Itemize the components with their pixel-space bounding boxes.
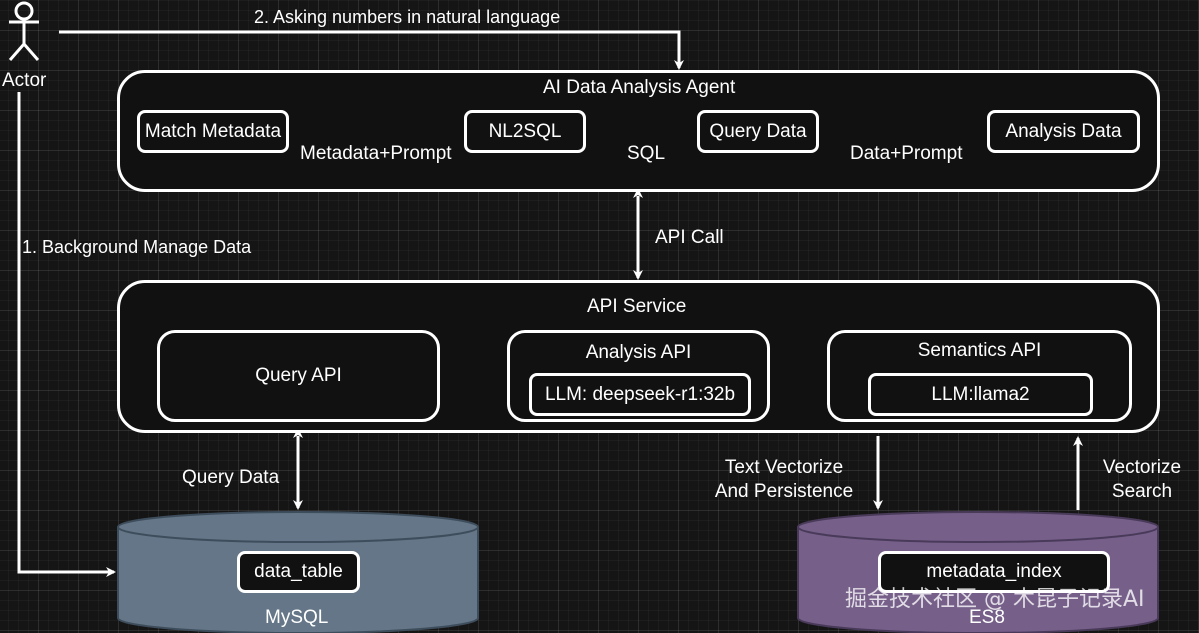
- es-label: ES8: [969, 607, 1005, 628]
- analysis-api[interactable]: Analysis API LLM: deepseek-r1:32b: [507, 330, 770, 422]
- analysis-llm: LLM: deepseek-r1:32b: [529, 373, 751, 416]
- text-vectorize-label: Text Vectorize And Persistence: [708, 456, 860, 504]
- semantics-api-title: Semantics API: [917, 340, 1042, 361]
- edge-label-metadata-prompt: Metadata+Prompt: [300, 143, 452, 164]
- manage-label: 1. Background Manage Data: [22, 237, 252, 257]
- edge-label-sql: SQL: [627, 143, 666, 164]
- vectorize-search-label: Vectorize Search: [1092, 456, 1192, 504]
- semantics-api[interactable]: Semantics API LLM:llama2: [827, 330, 1132, 422]
- agent-title: AI Data Analysis Agent: [543, 77, 736, 98]
- api-call-label: API Call: [655, 227, 724, 248]
- actor-label: Actor: [2, 70, 47, 91]
- actor-icon: [8, 1, 40, 61]
- step-query-data[interactable]: Query Data: [697, 110, 819, 153]
- mysql-table[interactable]: data_table: [237, 551, 360, 593]
- vectorize-search-line1: Vectorize: [1102, 457, 1182, 478]
- agent-container: [117, 70, 1160, 192]
- query-data-label: Query Data: [182, 467, 280, 488]
- watermark: 掘金技术社区 @ 木昆子记录AI: [845, 587, 1145, 612]
- step-analysis-data[interactable]: Analysis Data: [987, 110, 1140, 153]
- es-table[interactable]: metadata_index: [878, 551, 1110, 593]
- edge-label-data-prompt: Data+Prompt: [850, 143, 963, 164]
- semantics-llm: LLM:llama2: [868, 373, 1093, 416]
- ask-arrow: [59, 30, 684, 70]
- vectorize-search-line2: Search: [1111, 481, 1173, 502]
- step-match-metadata[interactable]: Match Metadata: [137, 110, 289, 153]
- text-vectorize-line2: And Persistence: [714, 481, 854, 502]
- mysql-label: MySQL: [265, 607, 329, 628]
- api-service-title: API Service: [587, 296, 687, 317]
- step-nl2sql[interactable]: NL2SQL: [464, 110, 586, 153]
- manage-arrow: [17, 92, 116, 577]
- text-vectorize-line1: Text Vectorize: [724, 457, 844, 478]
- analysis-api-title: Analysis API: [585, 342, 692, 363]
- ask-label: 2. Asking numbers in natural language: [254, 7, 561, 27]
- query-api[interactable]: Query API: [157, 330, 440, 422]
